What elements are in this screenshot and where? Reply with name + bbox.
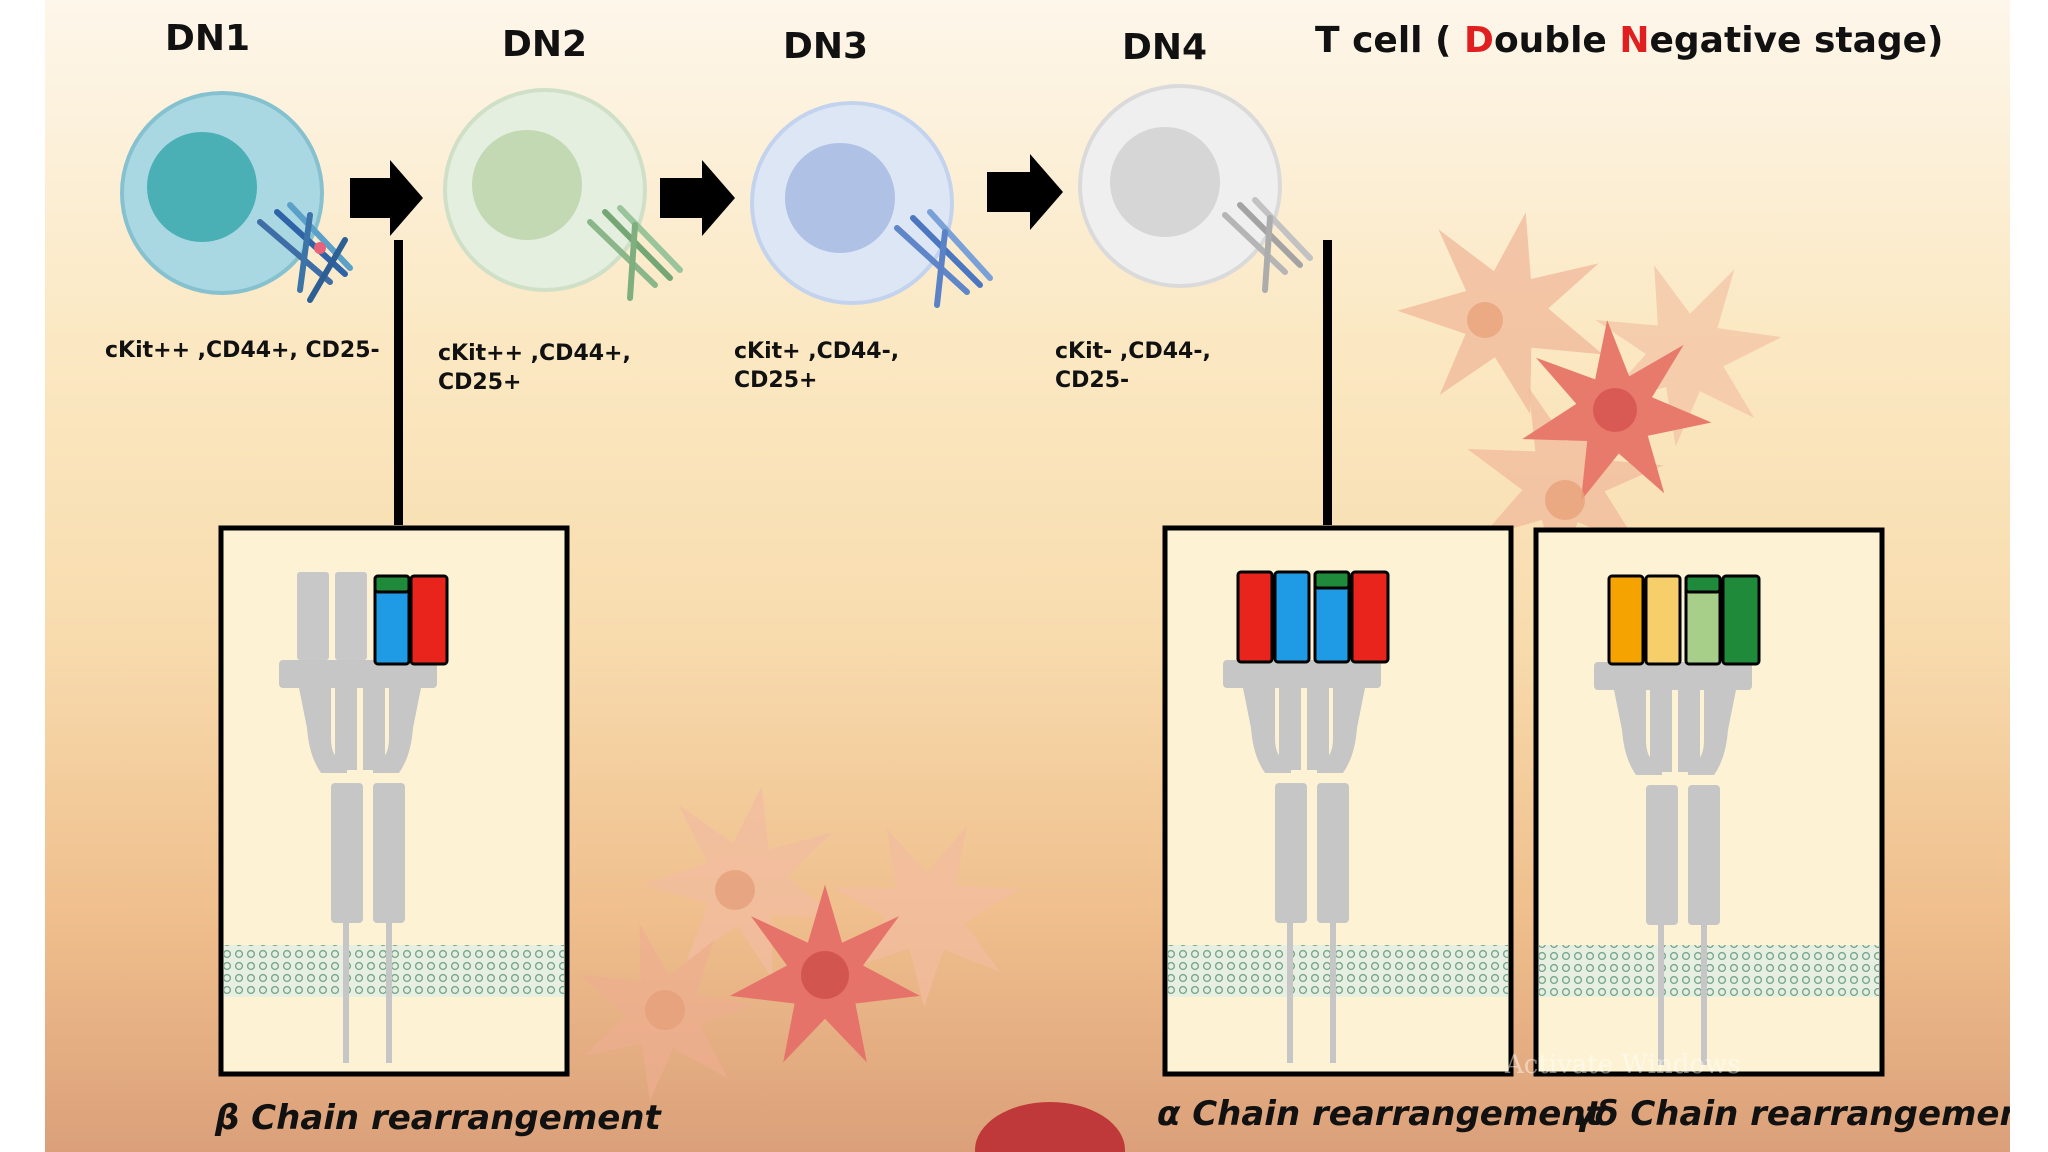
caption-beta-chain: β Chain rearrangement bbox=[215, 1098, 661, 1138]
markers-dn2: cKit++ ,CD44+, CD25+ bbox=[438, 341, 631, 395]
title-word-ouble: ouble bbox=[1493, 20, 1620, 61]
diagram-graphics bbox=[120, 84, 1885, 1152]
title-letter-d: D bbox=[1464, 20, 1494, 61]
dendritic-cell-cluster-right bbox=[1382, 190, 1805, 610]
title-word-egative: egative stage) bbox=[1649, 20, 1944, 61]
title-prefix: T cell ( bbox=[1315, 20, 1465, 61]
red-blood-cell bbox=[975, 1102, 1125, 1152]
dn2-cell bbox=[443, 88, 683, 301]
stage-label-dn2: DN2 bbox=[502, 24, 588, 65]
dn1-cell bbox=[120, 91, 353, 303]
windows-watermark: Activate Windows bbox=[1505, 1050, 1741, 1080]
dn4-cell bbox=[1078, 84, 1313, 293]
arrow-dn2-dn3 bbox=[660, 160, 735, 236]
title-letter-n: N bbox=[1619, 20, 1650, 61]
arrow-dn1-dn2 bbox=[350, 160, 423, 236]
connector-beta bbox=[394, 240, 403, 525]
dn3-cell bbox=[750, 101, 993, 308]
caption-gamma-delta-chain: γδ Chain rearrangement bbox=[1572, 1094, 2010, 1134]
page-title: T cell ( Double Negative stage) bbox=[1315, 20, 1944, 61]
stage-label-dn1: DN1 bbox=[165, 18, 251, 59]
beta-chain-box bbox=[218, 525, 570, 1077]
stage-label-dn4: DN4 bbox=[1122, 27, 1208, 68]
arrow-dn3-dn4 bbox=[987, 154, 1063, 230]
gamma-delta-chain-box bbox=[1533, 527, 1885, 1077]
dendritic-cell-cluster-bottom bbox=[543, 769, 1049, 1130]
markers-dn4: cKit- ,CD44-, CD25- bbox=[1055, 339, 1211, 393]
alpha-chain-box bbox=[1162, 525, 1514, 1077]
connector-dn4 bbox=[1323, 240, 1332, 525]
stage-label-dn3: DN3 bbox=[783, 26, 869, 67]
caption-alpha-chain: α Chain rearrangement bbox=[1157, 1094, 1602, 1134]
diagram-canvas: DN1 DN2 DN3 DN4 T cell ( Double Negative… bbox=[45, 0, 2010, 1152]
markers-dn3: cKit+ ,CD44-, CD25+ bbox=[734, 339, 900, 393]
markers-dn1: cKit++ ,CD44+, CD25- bbox=[105, 338, 380, 363]
